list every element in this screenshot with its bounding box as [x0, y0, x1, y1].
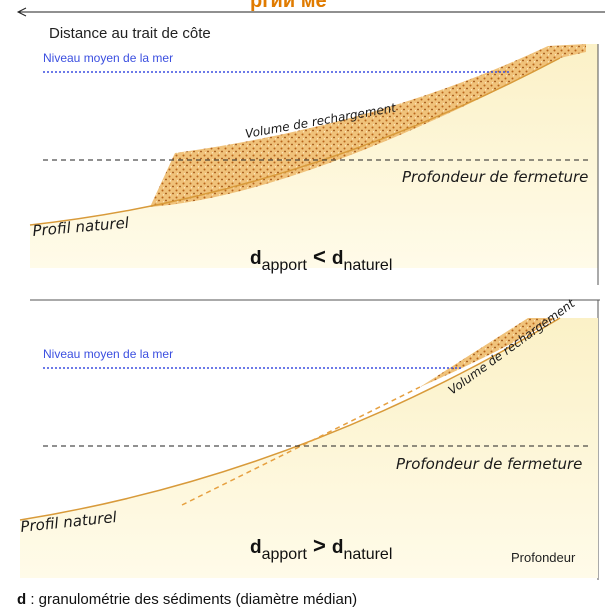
- depth-label: Profondeur: [511, 550, 576, 565]
- closure-label-bottom: Profondeur de fermeture: [396, 455, 582, 473]
- sea-level-label-top: Niveau moyen de la mer: [43, 51, 173, 65]
- natural-profile-line-top: [29, 57, 561, 226]
- condition-bottom: dapport>dnaturel: [250, 533, 392, 563]
- title-fragment: ргий ме: [250, 0, 327, 12]
- bottom-panel: Niveau moyen de la mer Volume de recharg…: [20, 296, 598, 578]
- natural-profile-line-bottom: [19, 317, 561, 521]
- distance-arrow: [16, 7, 605, 17]
- natural-profile-bottom: [20, 318, 598, 578]
- closure-label-top: Profondeur de fermeture: [402, 168, 588, 186]
- sea-level-label-bottom: Niveau moyen de la mer: [43, 347, 173, 361]
- legend-footnote: d : granulométrie des sédiments (diamètr…: [17, 591, 357, 608]
- recharge-volume-bottom: [420, 318, 556, 387]
- top-panel: Niveau moyen de la mer Volume de recharg…: [29, 44, 598, 274]
- recharge-volume-top: [150, 44, 586, 207]
- distance-axis-label: Distance au trait de côte: [49, 25, 211, 42]
- title-fragment-text: ргий ме: [250, 0, 327, 12]
- condition-top: dapport<dnaturel: [250, 244, 392, 274]
- natural-profile-top: [30, 44, 598, 268]
